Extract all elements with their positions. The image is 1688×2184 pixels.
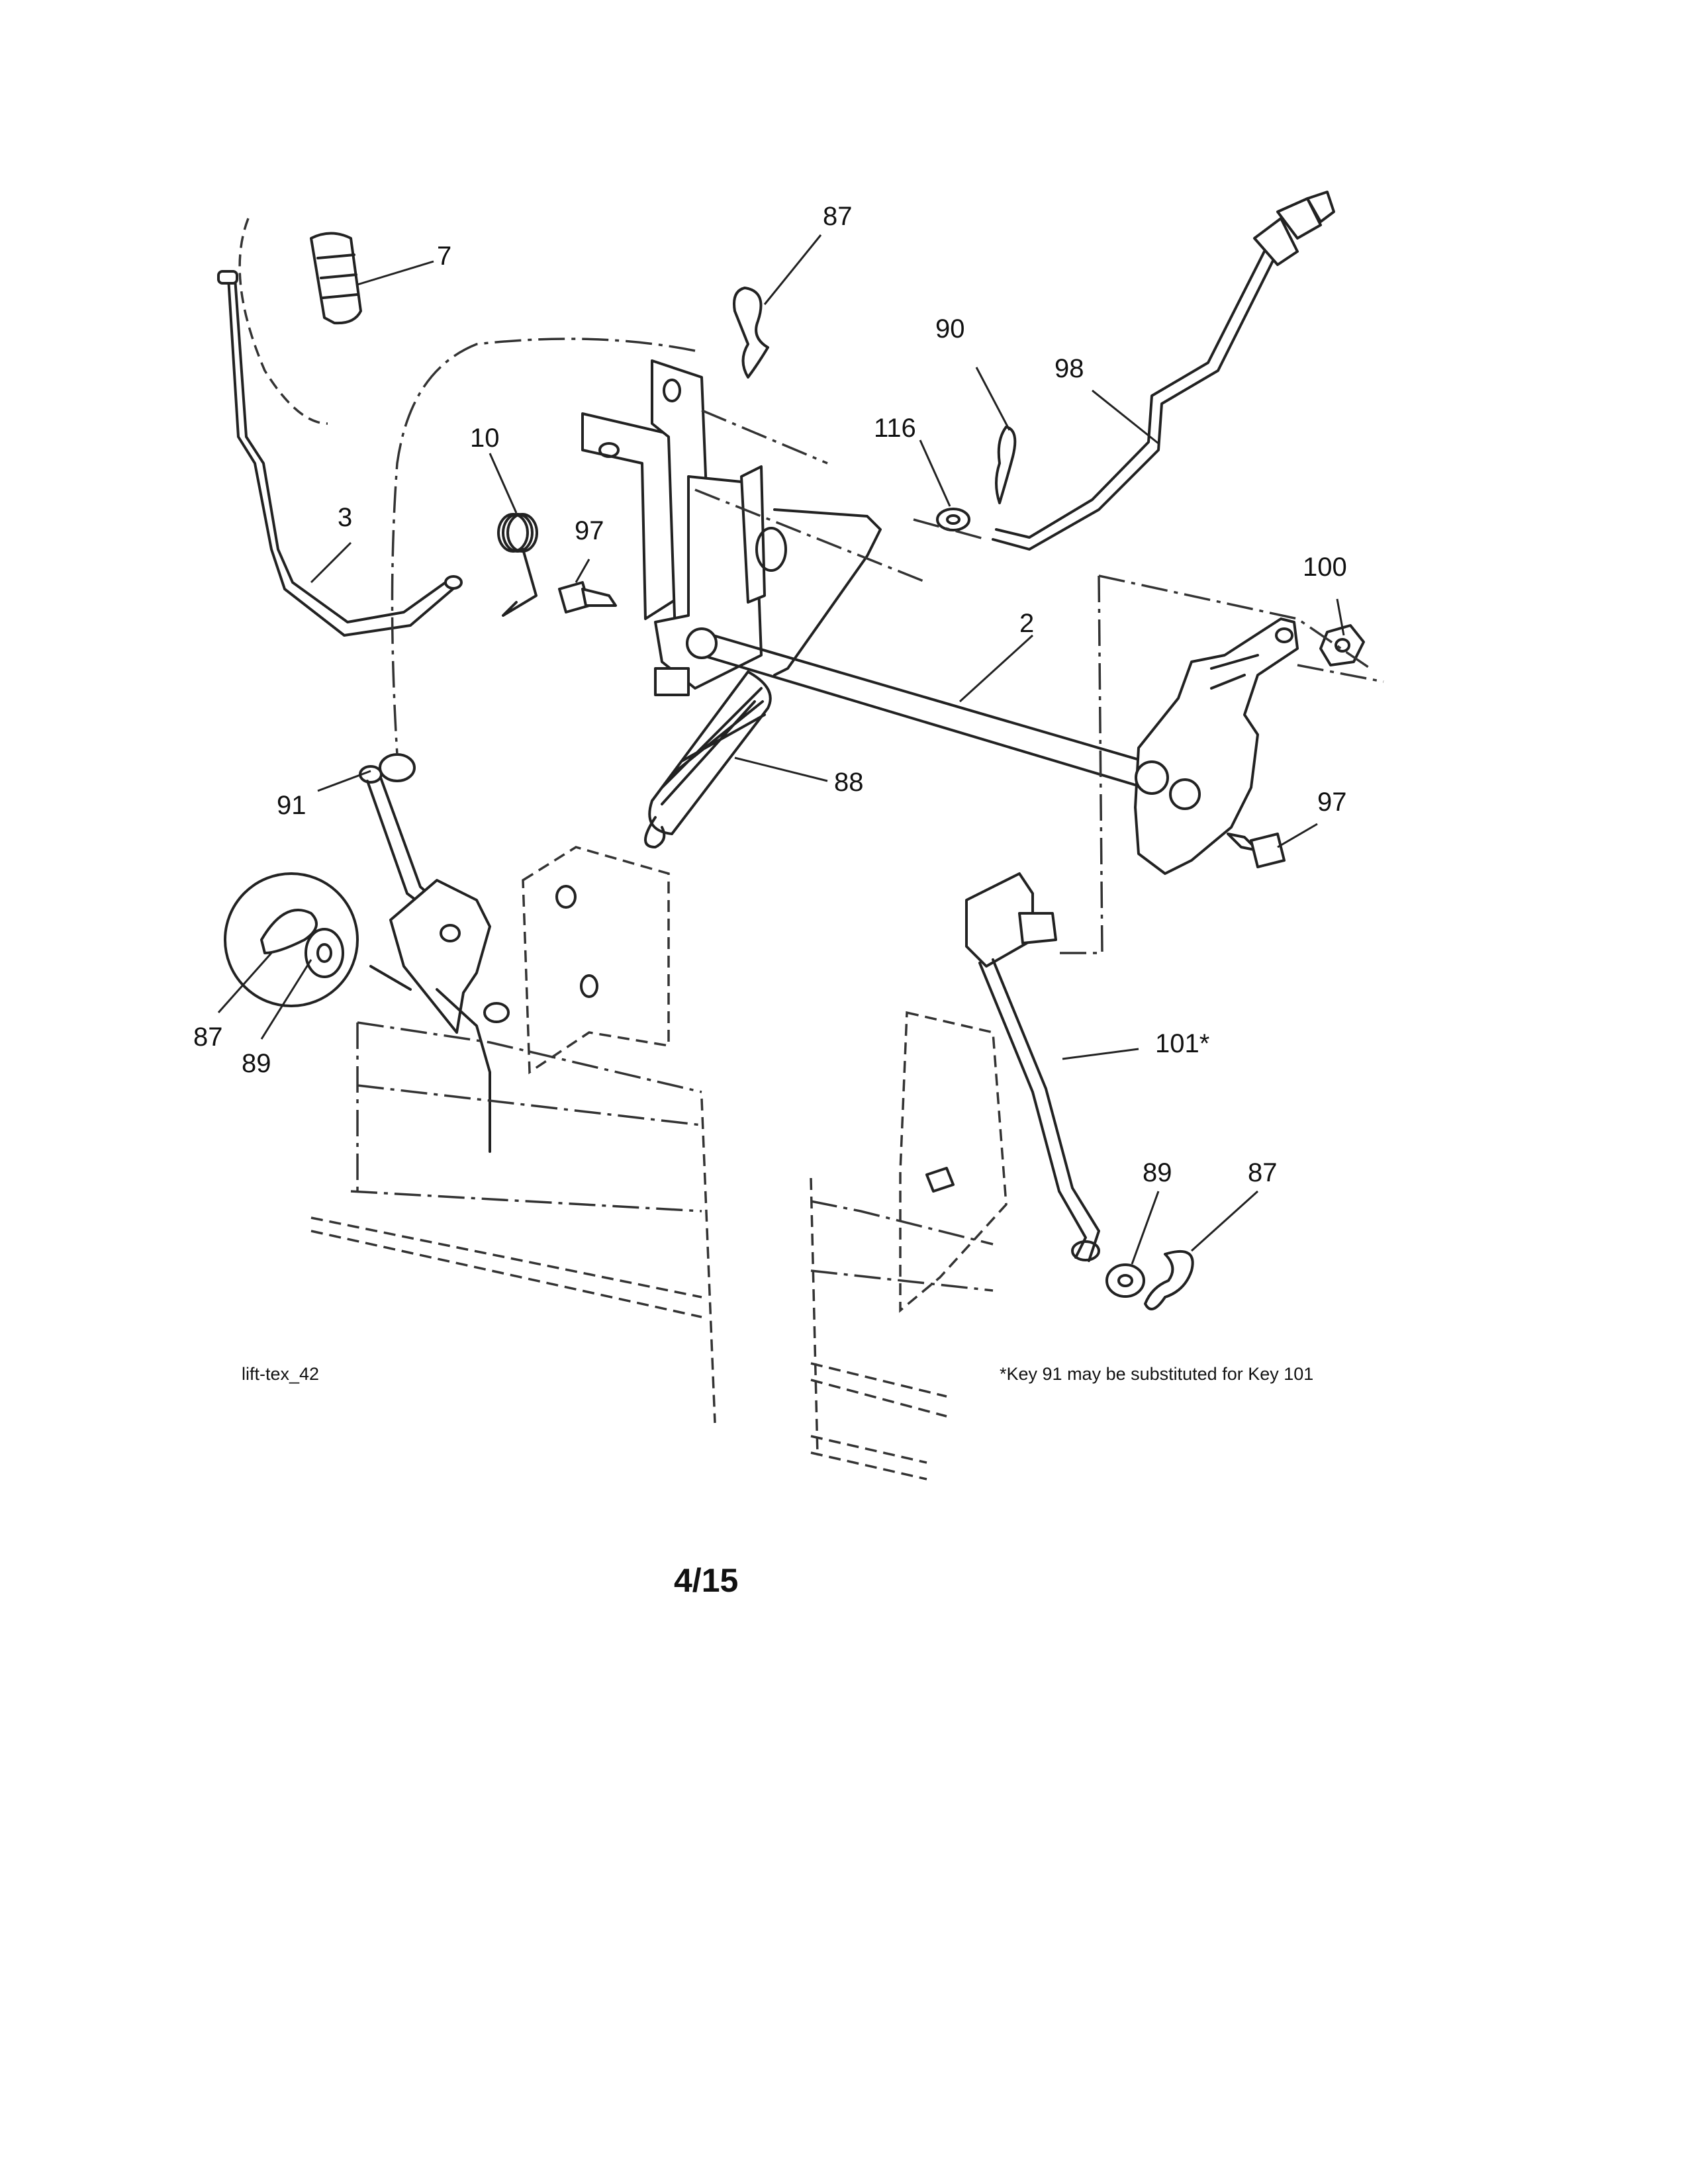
leader-lines bbox=[217, 234, 1345, 1265]
callout-97-upper: 97 bbox=[575, 516, 604, 545]
deck-link-part-101 bbox=[965, 872, 1100, 1262]
inset-detail-circle bbox=[224, 872, 412, 1007]
callout-89-left: 89 bbox=[242, 1049, 271, 1078]
bolt-part-97-lower bbox=[1227, 833, 1286, 868]
lift-handle-part-3 bbox=[217, 270, 463, 637]
lift-link-rod-part-98 bbox=[992, 191, 1335, 551]
hair-clip-part-90 bbox=[995, 426, 1017, 504]
callout-7: 7 bbox=[437, 242, 451, 271]
callout-10: 10 bbox=[470, 424, 500, 453]
callout-3: 3 bbox=[338, 503, 352, 532]
callout-91: 91 bbox=[277, 791, 306, 820]
lift-arm-assembly bbox=[1134, 617, 1299, 875]
right-deck-bracket bbox=[899, 1011, 1008, 1313]
callout-89-right: 89 bbox=[1143, 1158, 1172, 1187]
handle-grip-part-7 bbox=[310, 232, 362, 325]
right-deck-outline bbox=[810, 1177, 994, 1480]
page-number: 4/15 bbox=[674, 1562, 738, 1599]
callout-88: 88 bbox=[834, 768, 864, 797]
callout-87-left: 87 bbox=[193, 1023, 223, 1052]
callout-98: 98 bbox=[1055, 354, 1084, 383]
lift-shaft-part-2 bbox=[686, 627, 1156, 792]
callout-97-lower: 97 bbox=[1317, 788, 1347, 817]
footnote: *Key 91 may be substituted for Key 101 bbox=[1000, 1364, 1313, 1384]
callout-labels: 87 7 90 98 116 10 97 3 100 2 91 88 97 87… bbox=[193, 202, 1347, 1187]
left-deck-outline bbox=[310, 1021, 716, 1424]
callout-100: 100 bbox=[1303, 553, 1347, 582]
callout-116: 116 bbox=[874, 414, 916, 443]
lift-link-part-91 bbox=[359, 753, 510, 1153]
callout-87-right: 87 bbox=[1248, 1158, 1278, 1187]
hairpin-cotter-part-87-top bbox=[733, 287, 769, 379]
bolt-part-97-upper bbox=[558, 581, 617, 614]
extension-spring-part-88 bbox=[644, 670, 772, 848]
left-deck-bracket bbox=[522, 846, 670, 1075]
washer-part-89-right bbox=[1105, 1263, 1145, 1298]
lift-bracket bbox=[581, 359, 787, 696]
torsion-spring-part-10 bbox=[497, 513, 538, 617]
drawing-id: lift-tex_42 bbox=[242, 1364, 319, 1384]
callout-2: 2 bbox=[1019, 609, 1034, 638]
phantom-center-lines bbox=[391, 338, 1384, 954]
callout-90: 90 bbox=[935, 314, 965, 343]
hairpin-cotter-part-87-right bbox=[1144, 1250, 1194, 1310]
wire-link bbox=[773, 508, 882, 676]
callout-87-top: 87 bbox=[823, 202, 853, 231]
washer-part-116 bbox=[936, 508, 970, 531]
callout-101: 101* bbox=[1155, 1029, 1209, 1058]
